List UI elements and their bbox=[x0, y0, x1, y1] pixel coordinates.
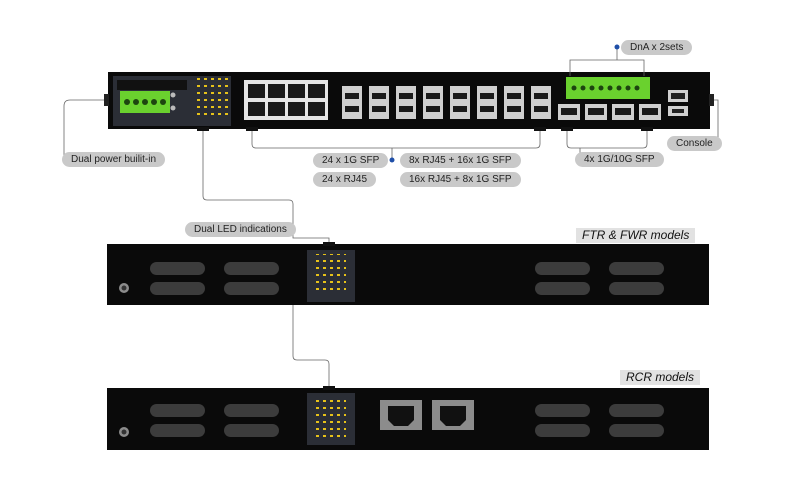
power-terminal bbox=[113, 76, 231, 126]
ac-inlets bbox=[380, 400, 474, 430]
console-callout: Console bbox=[667, 136, 722, 151]
opt-24rj45-label: 24 x RJ45 bbox=[313, 172, 377, 187]
opt-24sfp-label: 24 x 1G SFP bbox=[313, 153, 389, 168]
rcr-title: RCR models bbox=[620, 370, 701, 385]
ftr-fwr-panel bbox=[107, 242, 709, 305]
console-port bbox=[668, 90, 688, 116]
front-panel bbox=[104, 72, 714, 131]
opt-16rj45-8sfp-label: 16x RJ45 + 8x 1G SFP bbox=[400, 172, 521, 187]
sfp-10g-callout: 4x 1G/10G SFP bbox=[575, 152, 664, 167]
dual-power-callout: Dual power builit-in bbox=[62, 152, 166, 167]
led-callout: Dual LED indications bbox=[185, 222, 296, 237]
dna-terminal bbox=[566, 77, 650, 99]
callout-lines bbox=[63, 48, 719, 388]
dna-callout: DnA x 2sets bbox=[621, 40, 693, 55]
rcr-panel bbox=[107, 386, 709, 450]
opt-8rj45-16sfp-label: 8x RJ45 + 16x 1G SFP bbox=[400, 153, 521, 168]
ftr-fwr-title: FTR & FWR models bbox=[576, 228, 696, 243]
rj45-ports bbox=[244, 80, 328, 120]
